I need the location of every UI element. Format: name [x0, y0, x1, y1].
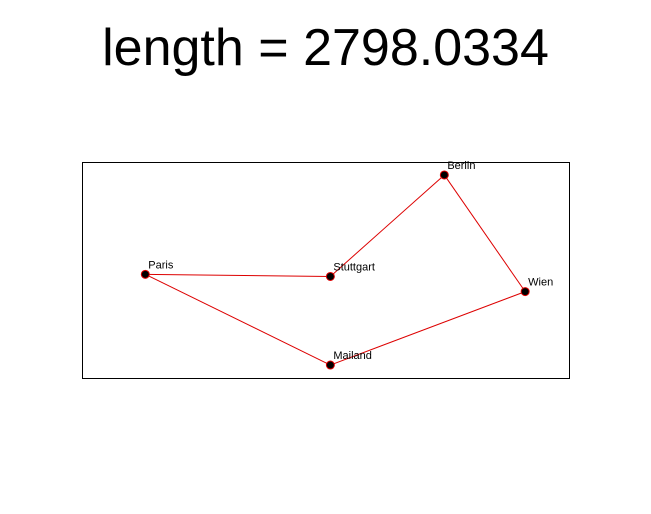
route-segment-berlin-wien: [443, 174, 526, 292]
route-segment-stuttgart-berlin: [330, 174, 445, 277]
route-segment-paris-stuttgart: [145, 273, 331, 277]
city-marker-paris: [140, 269, 150, 279]
route-segment-wien-mailand: [330, 291, 526, 366]
city-label-wien: Wien: [528, 277, 553, 289]
title-prefix: length =: [102, 19, 304, 77]
city-label-mailand: Mailand: [333, 350, 372, 362]
route-length-title: length = 2798.0334: [0, 18, 651, 78]
title-length-value: 2798.0334: [303, 19, 549, 77]
route-segment-mailand-paris: [145, 273, 331, 366]
city-label-stuttgart: Stuttgart: [333, 261, 375, 273]
city-marker-stuttgart: [325, 271, 335, 281]
city-marker-wien: [520, 287, 530, 297]
city-marker-berlin: [439, 170, 449, 180]
city-label-berlin: Berlin: [447, 160, 475, 172]
plot-frame: [82, 162, 570, 379]
city-marker-mailand: [325, 360, 335, 370]
city-label-paris: Paris: [148, 259, 174, 271]
